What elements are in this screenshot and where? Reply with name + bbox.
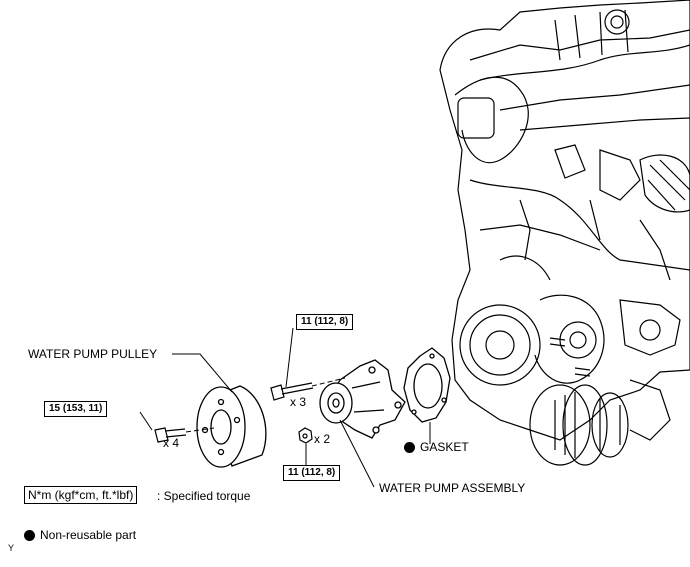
pump-bolt-illustration — [270, 382, 314, 401]
pump-bolt-torque-box: 11 (112, 8) — [296, 314, 354, 330]
gasket-label: GASKET — [420, 440, 469, 454]
pulley-bolt-torque-leader — [139, 411, 153, 431]
water-pump-pulley-illustration — [196, 385, 267, 468]
water-pump-assembly-label: WATER PUMP ASSEMBLY — [379, 481, 526, 495]
water-pump-pulley-label: WATER PUMP PULLEY — [28, 347, 158, 361]
pump-nut-illustration — [298, 427, 313, 444]
filled-circle-icon — [24, 530, 35, 541]
corner-mark: Y — [8, 543, 15, 553]
nonreusable-legend-description: Non-reusable part — [40, 528, 137, 542]
pump-bolt-torque-leader — [285, 327, 294, 388]
pulley-bolt-illustration — [154, 427, 187, 443]
pump-nut-torque-box: 11 (112, 8) — [283, 465, 341, 481]
water-pump-assembly-illustration — [319, 359, 406, 439]
pulley-bolt-axis-line — [185, 427, 215, 433]
filled-circle-icon — [404, 442, 415, 453]
pump-bolt-axis-line — [311, 377, 346, 387]
engine-illustration — [439, 0, 690, 466]
pulley-bolt-quantity: x 4 — [163, 436, 180, 450]
torque-legend-description: : Specified torque — [157, 489, 251, 503]
pulley-leader — [172, 353, 233, 393]
pulley-bolt-torque-box: 15 (153, 11) — [44, 401, 108, 417]
assembly-leader — [339, 419, 375, 488]
gasket-illustration — [403, 347, 451, 423]
leader-lines — [139, 327, 431, 488]
pump-nut-quantity: x 2 — [314, 432, 331, 446]
torque-legend-box: N*m (kgf*cm, ft.*lbf) — [24, 486, 138, 504]
pump-bolt-quantity: x 3 — [290, 395, 307, 409]
